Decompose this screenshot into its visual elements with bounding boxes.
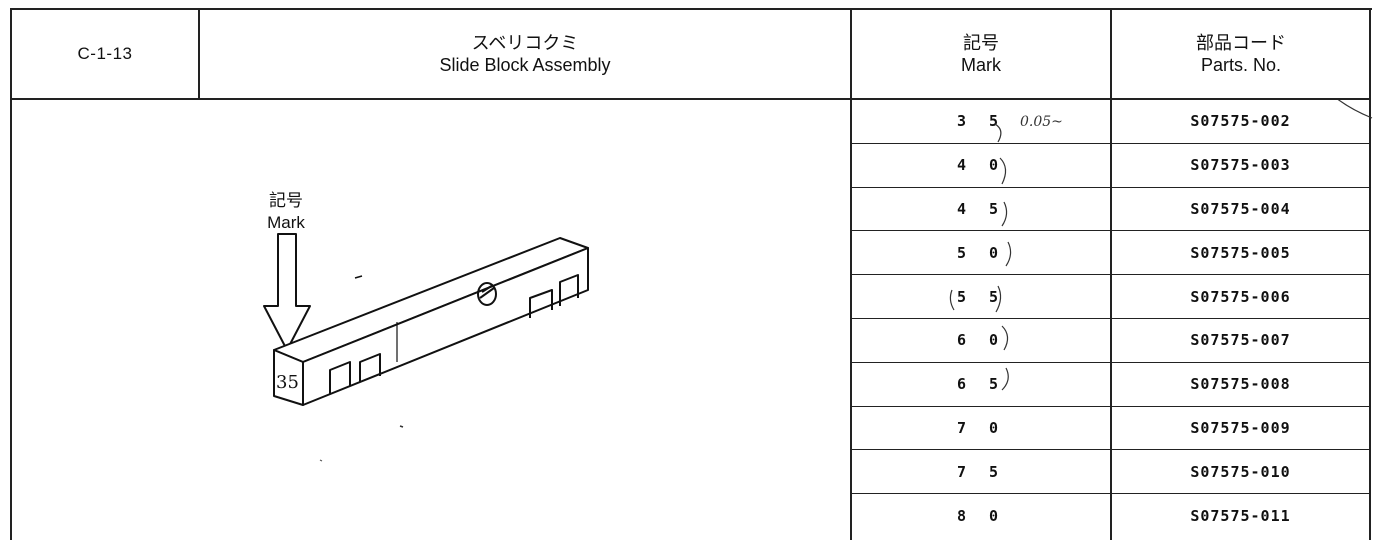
stray-mark [399,425,404,428]
part-number-cell: S07575-002 [1190,112,1291,131]
table-row: 8 0 S07575-011 [852,494,1369,538]
figure-mark-label-en: Mark [267,213,305,232]
mark-cell: 7 5 [956,462,1006,481]
figure-mark-label-jp: 記号 [269,191,303,210]
parts-column-header: 部品コード Parts. No. [1112,10,1370,98]
column-divider-parts [1110,8,1112,540]
mark-cell: 4 0 [956,156,1006,175]
part-number-cell: S07575-011 [1190,507,1291,526]
mark-cell: 7 0 [956,418,1006,437]
section-code: C-1-13 [77,44,133,63]
table-row: 4 5 S07575-004 [852,188,1369,232]
stray-mark [319,459,323,462]
table-row: 7 0 S07575-009 [852,407,1369,451]
assembly-title-en: Slide Block Assembly [439,55,611,75]
parts-header-jp: 部品コード [1196,33,1286,53]
assembly-title-jp: スベリコクミ [471,33,579,53]
mark-cell: 5 5 [956,287,1006,306]
table-row: 7 5 S07575-010 [852,450,1369,495]
table-row: 5 5 S07575-006 [852,275,1369,319]
part-number-cell: S07575-003 [1190,156,1291,175]
parts-header-en: Parts. No. [1200,55,1282,75]
frame-right-line [1369,8,1371,540]
mark-header-jp: 記号 [963,33,999,53]
figure-mark-label: 記号 Mark [236,190,336,234]
table-row: 6 0 S07575-007 [852,319,1369,363]
frame-left-line [10,8,12,540]
frame-top-line [10,8,1372,10]
header-divider-1 [198,8,200,98]
mark-cell: 8 0 [956,507,1006,526]
mark-column-header: 記号 Mark [852,10,1110,98]
part-number-cell: S07575-004 [1190,199,1291,218]
part-number-cell: S07575-009 [1190,418,1291,437]
mark-header-en: Mark [961,55,1001,75]
column-divider-mark [850,8,852,540]
table-row: 6 5 S07575-008 [852,363,1369,407]
parts-table: 3 5 S07575-002 4 0 S07575-003 4 5 S07575… [852,100,1369,538]
stamp-text: 35 [276,372,299,393]
part-number-cell: S07575-005 [1190,243,1291,262]
mark-cell: 5 0 [956,243,1006,262]
table-row: 3 5 S07575-002 [852,100,1369,144]
tick-mark [354,275,363,279]
mark-arrow-icon [263,233,311,351]
header-bottom-line [10,98,1371,100]
mark-cell: 4 5 [956,199,1006,218]
part-number-cell: S07575-010 [1190,462,1291,481]
slide-block-drawing: 35 [263,233,589,462]
assembly-title: スベリコクミ Slide Block Assembly [200,10,850,98]
table-row: 5 0 S07575-005 [852,231,1369,276]
mark-cell: 6 5 [956,375,1006,394]
table-row: 4 0 S07575-003 [852,144,1369,188]
mark-cell: 6 0 [956,331,1006,350]
part-number-cell: S07575-007 [1190,331,1291,350]
part-number-cell: S07575-008 [1190,375,1291,394]
part-number-cell: S07575-006 [1190,287,1291,306]
mark-cell: 3 5 [956,112,1006,131]
